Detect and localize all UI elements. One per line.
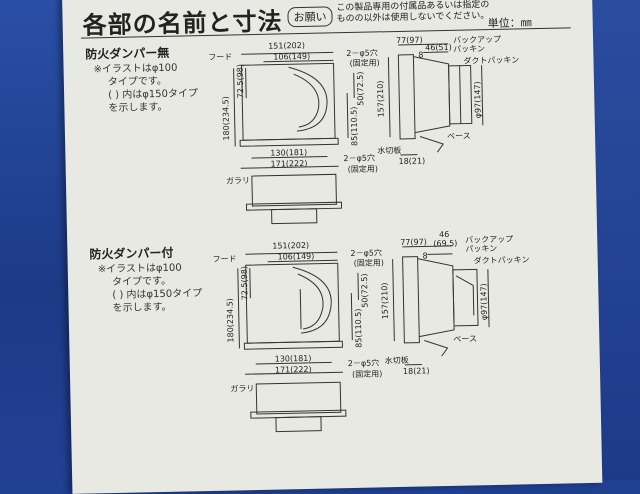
base-label-2: ベース — [453, 333, 477, 344]
dim-bottom-1-2: 130(181) — [275, 354, 312, 364]
garari-label-2: ガラリ — [230, 383, 254, 395]
side-dim-1-2: 77(97) — [400, 237, 427, 247]
side-height-2: 157(210) — [380, 282, 390, 319]
dim-height-upper-2: 72.5(98) — [240, 266, 250, 300]
dim-bottom-2-2: 171(222) — [275, 365, 312, 375]
dim-width-total-2: 151(202) — [272, 241, 309, 251]
dim-height-total-2: 180(234.5) — [225, 298, 235, 343]
dim-right-2-2: 85(110.5) — [354, 308, 364, 348]
duct-packing-2: ダクトパッキン — [474, 254, 530, 266]
dim-right-1-2: 50(72.5) — [360, 273, 370, 307]
diagram-with-damper — [62, 0, 602, 494]
hood-label-2: フード — [212, 253, 236, 265]
fixing-bottom-2: (固定用) — [352, 368, 382, 380]
side-diameter-2: φ97(147) — [479, 283, 489, 320]
fixing-top-2: (固定用) — [354, 257, 384, 269]
drip-label-2: 水切板 — [385, 355, 409, 367]
instruction-sheet: 各部の名前と寸法 お願い この製品専用の付属品あるいは指定の ものの以外は使用し… — [62, 0, 602, 494]
holes-bottom-2: 2－φ5穴 — [348, 357, 380, 369]
background-left — [0, 0, 70, 480]
side-dim-4-2: 18(21) — [403, 366, 430, 376]
side-dim-2a: 46 — [439, 230, 449, 239]
dim-width-top-2: 106(149) — [277, 252, 314, 262]
side-dim-3-2: 8 — [422, 251, 427, 260]
side-dim-2b: (69.5) — [433, 239, 457, 249]
backup-packing-2-2: パッキン — [465, 243, 497, 255]
